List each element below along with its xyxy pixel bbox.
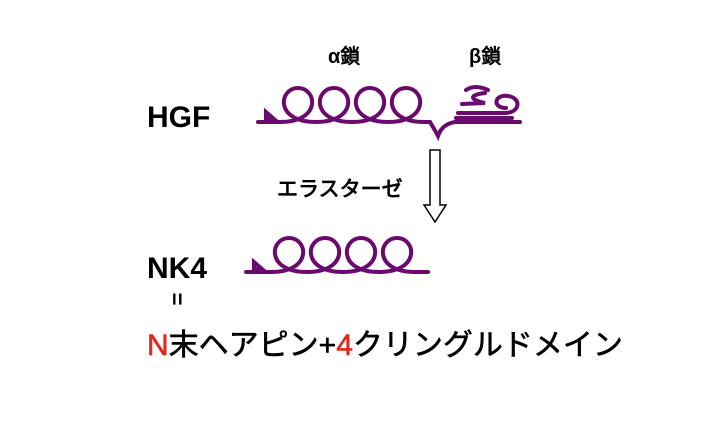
definition-part1: 末ヘアピン+	[168, 329, 337, 363]
kringle-chain	[244, 235, 430, 275]
number-four: 4	[336, 329, 353, 363]
n-terminal-hairpin	[264, 107, 280, 124]
hgf-protein	[256, 85, 432, 125]
n-letter: N	[147, 329, 169, 363]
enzyme-label: エラスターゼ	[277, 178, 403, 201]
kringle-chain	[256, 85, 432, 125]
equals-sign: =	[164, 292, 190, 306]
nk4-definition: N末ヘアピン+4クリングルドメイン	[147, 320, 623, 364]
beta-chain-shape	[428, 85, 522, 142]
hgf-label: HGF	[147, 101, 211, 134]
beta-chain-label: β鎖	[469, 46, 502, 68]
n-terminal-hairpin	[252, 257, 268, 274]
nk4-label: NK4	[147, 252, 208, 285]
definition-part2: クリングルドメイン	[352, 329, 624, 363]
down-arrow	[422, 149, 448, 224]
alpha-chain-label: α鎖	[328, 46, 361, 68]
nk4-protein	[244, 235, 430, 275]
